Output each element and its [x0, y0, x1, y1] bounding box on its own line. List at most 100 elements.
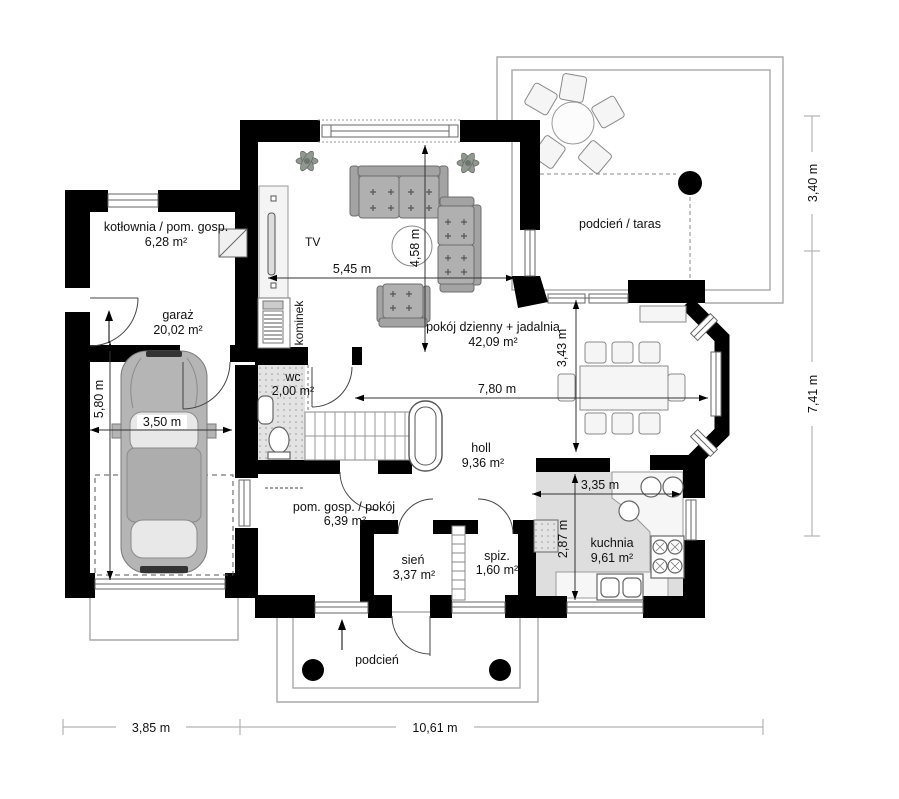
plant-right [456, 152, 480, 174]
room-label-holl: holl [471, 441, 490, 455]
room-label-pomgosp: pom. gosp. / pokój [293, 500, 395, 514]
kitchen-bowl-2 [662, 476, 684, 498]
pantry-shelves [451, 525, 466, 601]
doors [89, 297, 514, 656]
door-garage-side [89, 297, 139, 347]
window-sien-south-right [451, 601, 506, 614]
kitchen-bowl-1 [640, 476, 662, 498]
room-label-wc: wc [284, 370, 300, 384]
dim-dining-height: 3,43 m [555, 300, 580, 452]
door-spiz [477, 498, 514, 535]
dim-label-545: 5,45 m [333, 262, 371, 276]
room-area-pomgosp: 6,39 m² [324, 514, 366, 528]
label-tv: TV [305, 235, 320, 249]
porch-column-right [489, 659, 511, 681]
window-dining-north [547, 293, 629, 304]
room-area-holl: 9,36 m² [462, 456, 504, 470]
room-label-living: pokój dzienny + jadalnia [426, 320, 560, 334]
dim-garage-width: 3,50 m [90, 415, 232, 434]
kitchen-fixtures [533, 476, 685, 601]
terrace-column [678, 171, 702, 195]
door-sien [397, 498, 434, 535]
stove [650, 535, 685, 579]
sofa-right [437, 196, 482, 293]
stairs [304, 400, 443, 472]
room-label-kotlownia: kotłownia / pom. gosp. [104, 220, 228, 234]
windows [94, 119, 697, 614]
wc-fixtures [257, 365, 309, 460]
kitchen-bowl-3 [618, 500, 640, 522]
room-area-wc: 2,00 m² [272, 384, 314, 398]
overall-dimensions: 3,40 m 7,41 m 3,85 m 10,61 m [62, 115, 821, 735]
room-label-sien: sień [402, 553, 425, 567]
wc-toilet [268, 426, 290, 454]
window-kotlownia [107, 193, 159, 208]
room-labels: kotłownia / pom. gosp. 6,28 m² garaż 20,… [104, 217, 661, 667]
dim-label-287: 2,87 m [556, 520, 570, 558]
dim-garage-height: 5,80 m [92, 342, 114, 580]
side-table [391, 225, 433, 267]
dim-label-780: 7,80 m [478, 382, 516, 396]
dim-label-right-bottom: 7,41 m [806, 375, 820, 413]
plant-left [295, 150, 319, 172]
window-kitchen-east [685, 499, 697, 541]
terrace-table-set [524, 73, 625, 174]
porch-column-left [302, 659, 324, 681]
sofa-top [349, 165, 449, 219]
dim-label-right-top: 3,40 m [806, 164, 820, 202]
sink [596, 573, 644, 601]
stairs-handrail [408, 400, 443, 472]
car [94, 350, 234, 576]
room-area-kotlownia: 6,28 m² [145, 235, 187, 249]
dim-label-bottom-right: 10,61 m [412, 721, 457, 735]
dim-holl-width: 7,80 m [355, 382, 708, 402]
interior-dimensions: 5,45 m 4,58 m 3,43 m 7,80 m 5,80 m 3,50 … [90, 145, 708, 600]
label-kominek: kominek [292, 300, 306, 346]
fridge [533, 519, 559, 553]
armchair [376, 283, 431, 328]
window-pomgosp-west [238, 479, 251, 527]
dim-living-height: 4,58 m [408, 145, 429, 352]
dim-label-580: 5,80 m [92, 380, 106, 418]
entry-porch-outline [276, 611, 539, 703]
dining-set [557, 341, 686, 435]
window-living-top [318, 119, 462, 143]
window-kitchen-south [566, 601, 644, 614]
room-area-kuchnia: 9,61 m² [591, 551, 633, 565]
room-area-living: 42,09 m² [468, 335, 517, 349]
room-label-garaz: garaż [162, 308, 193, 322]
room-label-taras: podcień / taras [579, 217, 661, 231]
fireplace [257, 297, 291, 349]
dim-label-335: 3,35 m [581, 478, 619, 492]
window-terrace-door [524, 229, 536, 277]
door-front [391, 615, 431, 656]
dim-label-343: 3,43 m [555, 329, 569, 367]
dim-label-458: 4,58 m [408, 229, 422, 267]
bay-window [681, 297, 730, 473]
window-sien-south-left [314, 601, 369, 614]
tv-unit [258, 185, 289, 299]
room-area-spiz: 1,60 m² [476, 563, 518, 577]
room-label-kuchnia: kuchnia [590, 536, 633, 550]
garage-apron [89, 598, 239, 641]
room-label-spiz: spiz. [484, 549, 510, 563]
room-label-podcien: podcień [355, 653, 399, 667]
door-kotlownia-garage [182, 361, 231, 410]
entrance-arrows [105, 310, 346, 650]
door-wc [311, 366, 353, 408]
dim-label-bottom-left: 3,85 m [132, 721, 170, 735]
boiler-symbol [218, 228, 248, 258]
dim-living-width: 5,45 m [268, 262, 515, 282]
room-area-sien: 3,37 m² [393, 568, 435, 582]
door-pomgosp [265, 471, 379, 511]
room-area-garaz: 20,02 m² [153, 323, 202, 337]
garage-door [94, 578, 226, 590]
dim-label-350: 3,50 m [143, 415, 181, 429]
terrace-round-table [551, 101, 595, 145]
wc-sink [257, 395, 274, 425]
sideboard [639, 305, 687, 323]
walls [65, 120, 705, 618]
dim-kitchen-width: 3,35 m [532, 478, 681, 498]
